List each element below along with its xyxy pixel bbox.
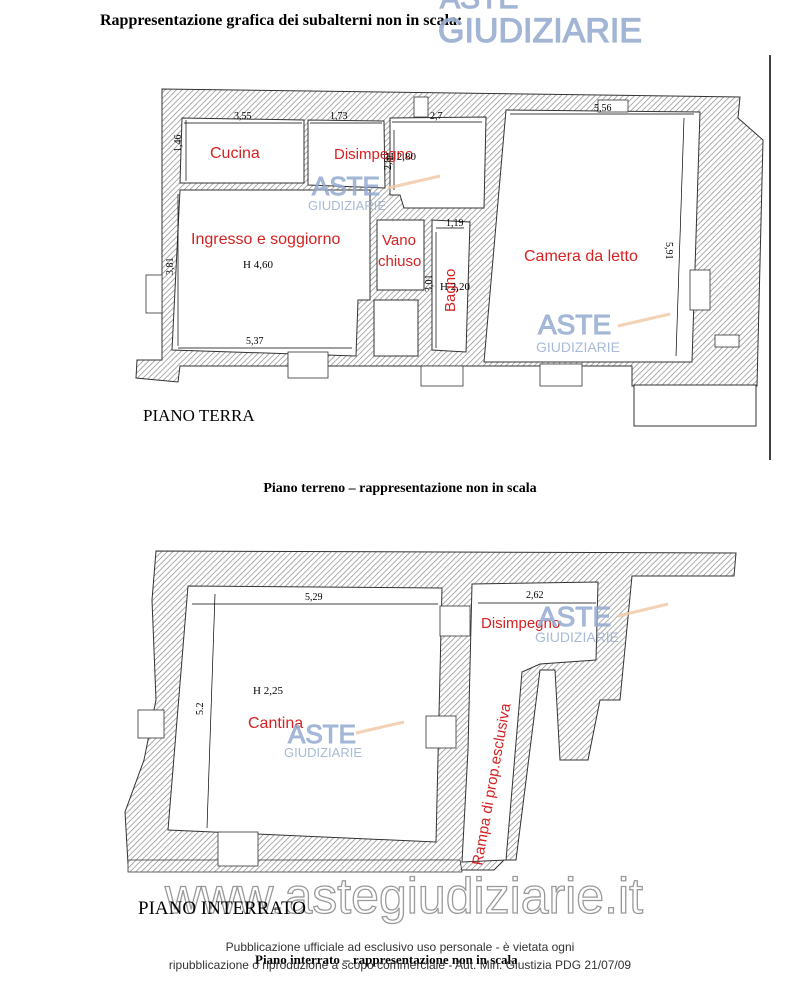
watermark-site: www.astegiudiziarie.it bbox=[164, 868, 643, 924]
dim-cantina-w: 5,29 bbox=[305, 592, 323, 603]
basement-plan: 5,29 2,62 5.2 H 2,25 Cantina Disimpegno … bbox=[124, 550, 737, 873]
dim-bagno-w: 1,19 bbox=[446, 218, 464, 229]
watermark-basement-2-aste: ASTE bbox=[538, 601, 611, 632]
footer-line1: Pubblicazione ufficiale ad esclusivo uso… bbox=[225, 940, 575, 954]
dim-room-w: 2,7 bbox=[430, 111, 443, 122]
watermark-top-giudiziarie: GIUDIZIARIE bbox=[438, 12, 642, 50]
room-disimpegno: Disimpegno bbox=[334, 146, 413, 163]
room-vano-line1: Vano bbox=[382, 232, 416, 249]
room-bagno: Bagno bbox=[442, 269, 459, 312]
height-disimpegno: H 2,80 bbox=[386, 151, 416, 163]
watermark-ground-2: ASTE GIUDIZIARIE bbox=[536, 309, 671, 355]
watermark-basement-2: ASTE GIUDIZIARIE bbox=[535, 601, 669, 645]
dim-camera-h: 5,91 bbox=[663, 242, 674, 260]
watermark-basement-1: ASTE GIUDIZIARIE bbox=[284, 719, 405, 760]
dim-soggiorno-h: 3,81 bbox=[165, 258, 176, 276]
basement-label: PIANO INTERRATO bbox=[138, 898, 307, 919]
dim-cantina-h: 5.2 bbox=[195, 703, 206, 716]
dim-camera-w: 5,56 bbox=[594, 103, 612, 114]
dim-disimpegno-basement-w: 2,62 bbox=[526, 590, 544, 601]
footer-line2: ripubblicazione o riproduzione a scopo c… bbox=[168, 958, 632, 972]
page-heading: Rappresentazione grafica dei subalterni … bbox=[100, 12, 463, 29]
height-main: H 4,60 bbox=[243, 259, 273, 271]
room-vano-line2: chiuso bbox=[378, 253, 421, 270]
dim-cucina-w: 3,55 bbox=[234, 111, 252, 122]
watermark-ground-2-aste: ASTE bbox=[538, 309, 611, 340]
height-bagno: H 2,20 bbox=[440, 281, 470, 293]
dim-cucina-h: 1,46 bbox=[173, 135, 184, 153]
ground-floor-caption: Piano terreno – rappresentazione non in … bbox=[263, 481, 537, 496]
watermark-top: ASTE GIUDIZIARIE bbox=[437, 0, 642, 51]
dim-soggiorno-w: 5,37 bbox=[246, 336, 264, 347]
ground-floor-plan: 3,55 1,73 2,7 5,56 5,37 1,19 1,46 3,81 5… bbox=[135, 88, 764, 427]
height-cantina: H 2,25 bbox=[253, 685, 283, 697]
room-camera: Camera da letto bbox=[524, 248, 638, 265]
room-ingresso: Ingresso e soggiorno bbox=[191, 231, 341, 248]
room-cantina: Cantina bbox=[248, 715, 303, 732]
basement-caption: Piano interrato – rappresentazione non i… bbox=[255, 952, 518, 967]
dim-disimpegno-w: 1,73 bbox=[330, 111, 348, 122]
dim-bagno-h: 3,01 bbox=[424, 275, 435, 293]
watermark-basement-2-giudiziarie: GIUDIZIARIE bbox=[535, 629, 619, 645]
watermark-ground-1-giudiziarie: GIUDIZIARIE bbox=[308, 198, 386, 213]
watermark-ground-1: ASTE GIUDIZIARIE bbox=[308, 171, 441, 213]
room-cucina: Cucina bbox=[210, 145, 260, 162]
room-disimpegno-basement: Disimpegno bbox=[481, 615, 560, 632]
dim-room-h: 2,8 bbox=[383, 158, 394, 171]
ground-floor-label: PIANO TERRA bbox=[143, 406, 255, 425]
watermark-ground-1-aste: ASTE bbox=[312, 171, 380, 201]
watermark-top-aste: ASTE bbox=[440, 0, 518, 15]
watermark-basement-1-giudiziarie: GIUDIZIARIE bbox=[284, 745, 362, 760]
watermark-ground-2-giudiziarie: GIUDIZIARIE bbox=[536, 339, 620, 355]
watermark-basement-1-aste: ASTE bbox=[288, 719, 356, 749]
